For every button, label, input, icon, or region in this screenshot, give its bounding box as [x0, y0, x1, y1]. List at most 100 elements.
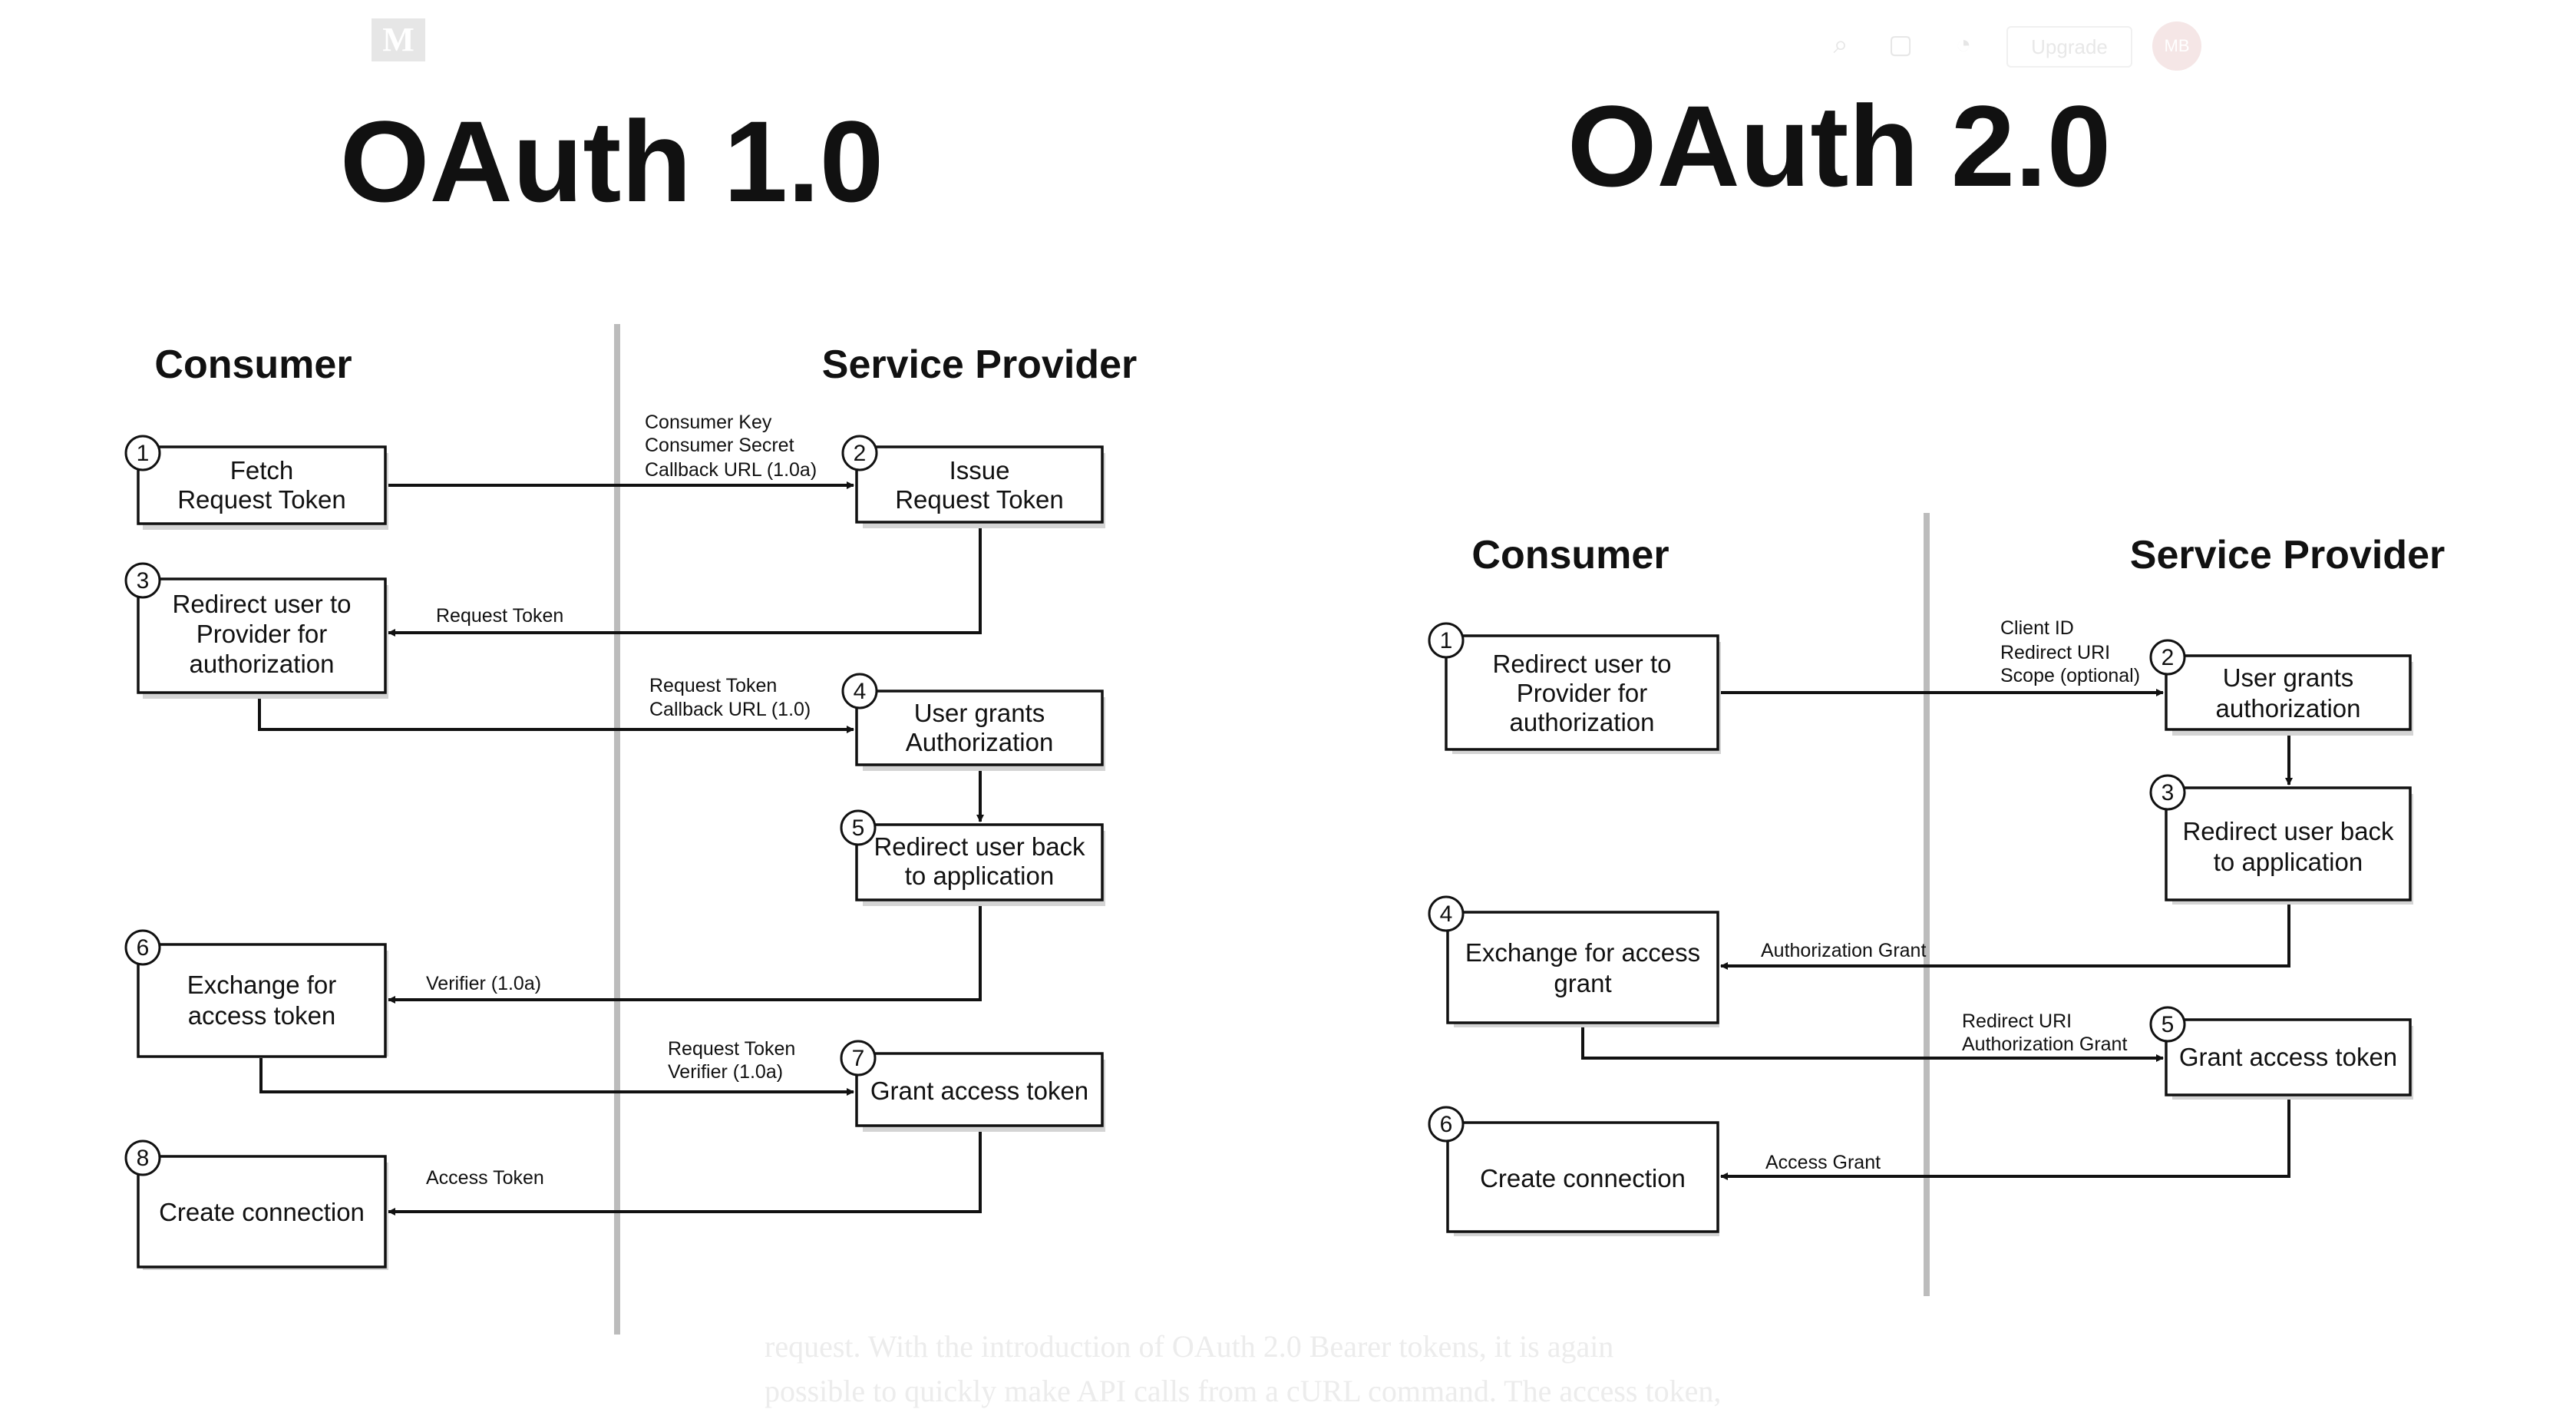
oauth2-step-1: Redirect user to Provider for authorizat…: [1428, 622, 1721, 754]
oauth1-label-a1-line2: Consumer Secret: [645, 435, 794, 456]
oauth2-label-a3-line1: Redirect URI: [1962, 1010, 2072, 1032]
oauth1-label-a2: Request Token: [436, 605, 563, 627]
step-text: Request Token: [177, 485, 346, 514]
step-text: Create connection: [1480, 1164, 1686, 1192]
bell-icon[interactable]: ◔: [1955, 30, 1972, 59]
step-text: Grant access token: [2179, 1043, 2397, 1071]
article-text-line-2: possible to quickly make API calls from …: [765, 1374, 1722, 1408]
oauth1-step-5: Redirect user back to application 5: [840, 809, 1105, 906]
step-text: access token: [188, 1001, 336, 1030]
search-icon[interactable]: ⌕: [1833, 30, 1848, 59]
oauth2-step-5: Grant access token 5: [2149, 1006, 2413, 1100]
oauth2-arrow-5-6: [1720, 1096, 2290, 1180]
oauth1-arrow-2-3: [388, 522, 982, 637]
oauth2-label-a3-line2: Authorization Grant: [1962, 1034, 2127, 1055]
step-text: Exchange for: [187, 971, 336, 999]
step-text: Redirect user to: [173, 590, 352, 618]
oauth1-arrow-labels: Consumer Key Consumer Secret Callback UR…: [426, 412, 817, 1189]
oauth2-label-a1-line3: Scope (optional): [2000, 665, 2140, 686]
oauth1-arrow-7-8: [388, 1130, 982, 1216]
step-number: 1: [1440, 628, 1453, 653]
upgrade-button[interactable]: Upgrade: [2006, 26, 2132, 68]
oauth2-step-6: Create connection 6: [1428, 1106, 1719, 1236]
step-text: Grant access token: [870, 1077, 1088, 1105]
oauth2-label-a4: Access Grant: [1765, 1152, 1881, 1173]
oauth1-label-a5-line2: Verifier (1.0a): [668, 1061, 783, 1083]
step-text: User grants: [914, 699, 1045, 727]
oauth1-label-a1-line1: Consumer Key: [645, 412, 772, 433]
oauth2-step-3: Redirect user back to application 3: [2149, 774, 2413, 905]
top-bar: M ⌕ ▢ ◔ Upgrade MB: [0, 0, 2576, 84]
step-number: 8: [137, 1146, 150, 1171]
oauth1-step-4: User grants Authorization 4: [841, 673, 1105, 771]
oauth1-provider-heading: Service Provider: [822, 342, 1137, 387]
oauth1-label-a1-line3: Callback URL (1.0a): [645, 459, 817, 481]
oauth1-label-a6: Access Token: [426, 1167, 544, 1189]
oauth2-flow-lines: [1581, 689, 2293, 1180]
step-number: 4: [1440, 901, 1453, 927]
step-number: 5: [852, 815, 865, 841]
step-text: Request Token: [895, 485, 1064, 514]
oauth2-title: OAuth 2.0: [1567, 81, 2111, 210]
oauth1-panel: OAuth 1.0 Consumer Service Provider Cons…: [124, 97, 1137, 1335]
step-number: 3: [2162, 780, 2175, 805]
step-text: Fetch: [230, 456, 294, 485]
oauth1-flow-lines: [258, 481, 984, 1216]
step-text: Create connection: [159, 1198, 365, 1226]
oauth2-step-4: Exchange for access grant 4: [1428, 895, 1719, 1027]
oauth1-label-a5-line1: Request Token: [668, 1038, 795, 1060]
oauth1-label-a3-line1: Request Token: [649, 675, 777, 696]
step-text: authorization: [2216, 694, 2361, 723]
oauth1-consumer-heading: Consumer: [154, 342, 352, 387]
oauth1-step-7: Grant access token 7: [840, 1040, 1105, 1132]
oauth1-step-8: Create connection 8: [124, 1139, 388, 1270]
step-text: Authorization: [906, 728, 1054, 756]
oauth2-provider-heading: Service Provider: [2130, 533, 2445, 577]
oauth1-arrow-6-7: [259, 1058, 854, 1096]
oauth1-step-2: Issue Request Token 2: [841, 435, 1105, 528]
step-text: Redirect user back: [2182, 817, 2394, 845]
oauth1-title: OAuth 1.0: [340, 97, 883, 226]
step-text: authorization: [190, 650, 335, 678]
step-number: 5: [2162, 1012, 2175, 1037]
step-number: 7: [852, 1046, 865, 1071]
oauth1-arrow-3-4: [258, 693, 854, 733]
oauth2-arrow-3-4: [1720, 900, 2290, 970]
step-text: Redirect user to: [1493, 650, 1672, 678]
step-text: Redirect user back: [874, 832, 1085, 861]
step-text: to application: [905, 862, 1054, 890]
step-text: Provider for: [1517, 679, 1648, 707]
step-text: Issue: [949, 456, 1010, 485]
step-number: 3: [137, 568, 150, 594]
oauth2-arrow-labels: Client ID Redirect URI Scope (optional) …: [1761, 617, 2140, 1173]
oauth2-consumer-heading: Consumer: [1471, 533, 1669, 577]
step-text: grant: [1554, 969, 1611, 997]
oauth2-arrow-4-5: [1581, 1023, 2164, 1062]
oauth1-label-a4: Verifier (1.0a): [426, 973, 541, 994]
step-text: authorization: [1510, 708, 1655, 736]
step-number: 2: [2162, 645, 2175, 670]
step-number: 2: [854, 441, 867, 466]
avatar[interactable]: MB: [2152, 21, 2201, 71]
step-text: to application: [2214, 848, 2363, 876]
oauth1-step-6: Exchange for access token 6: [124, 929, 388, 1058]
step-text: Provider for: [197, 620, 328, 648]
bookmarks-icon[interactable]: ▢: [1887, 30, 1914, 59]
oauth2-label-a2: Authorization Grant: [1761, 940, 1926, 961]
oauth2-label-a1-line2: Redirect URI: [2000, 642, 2110, 663]
step-text: Exchange for access: [1465, 938, 1700, 967]
step-number: 6: [137, 935, 150, 961]
oauth2-step-2: User grants authorization 2: [2149, 639, 2413, 736]
oauth2-panel: OAuth 2.0 Consumer Service Provider Clie…: [1428, 81, 2445, 1296]
oauth1-arrow-5-6: [388, 900, 982, 1004]
step-number: 1: [137, 441, 150, 466]
oauth1-step-1: Fetch Request Token 1: [124, 435, 388, 530]
oauth2-label-a1-line1: Client ID: [2000, 617, 2074, 639]
article-text-line-1: request. With the introduction of OAuth …: [765, 1329, 1614, 1364]
medium-logo[interactable]: M: [372, 18, 425, 61]
step-number: 6: [1440, 1112, 1453, 1137]
step-number: 4: [854, 679, 867, 704]
oauth1-label-a3-line2: Callback URL (1.0): [649, 699, 811, 720]
step-text: User grants: [2223, 663, 2354, 692]
oauth1-step-3: Redirect user to Provider for authorizat…: [124, 562, 388, 699]
